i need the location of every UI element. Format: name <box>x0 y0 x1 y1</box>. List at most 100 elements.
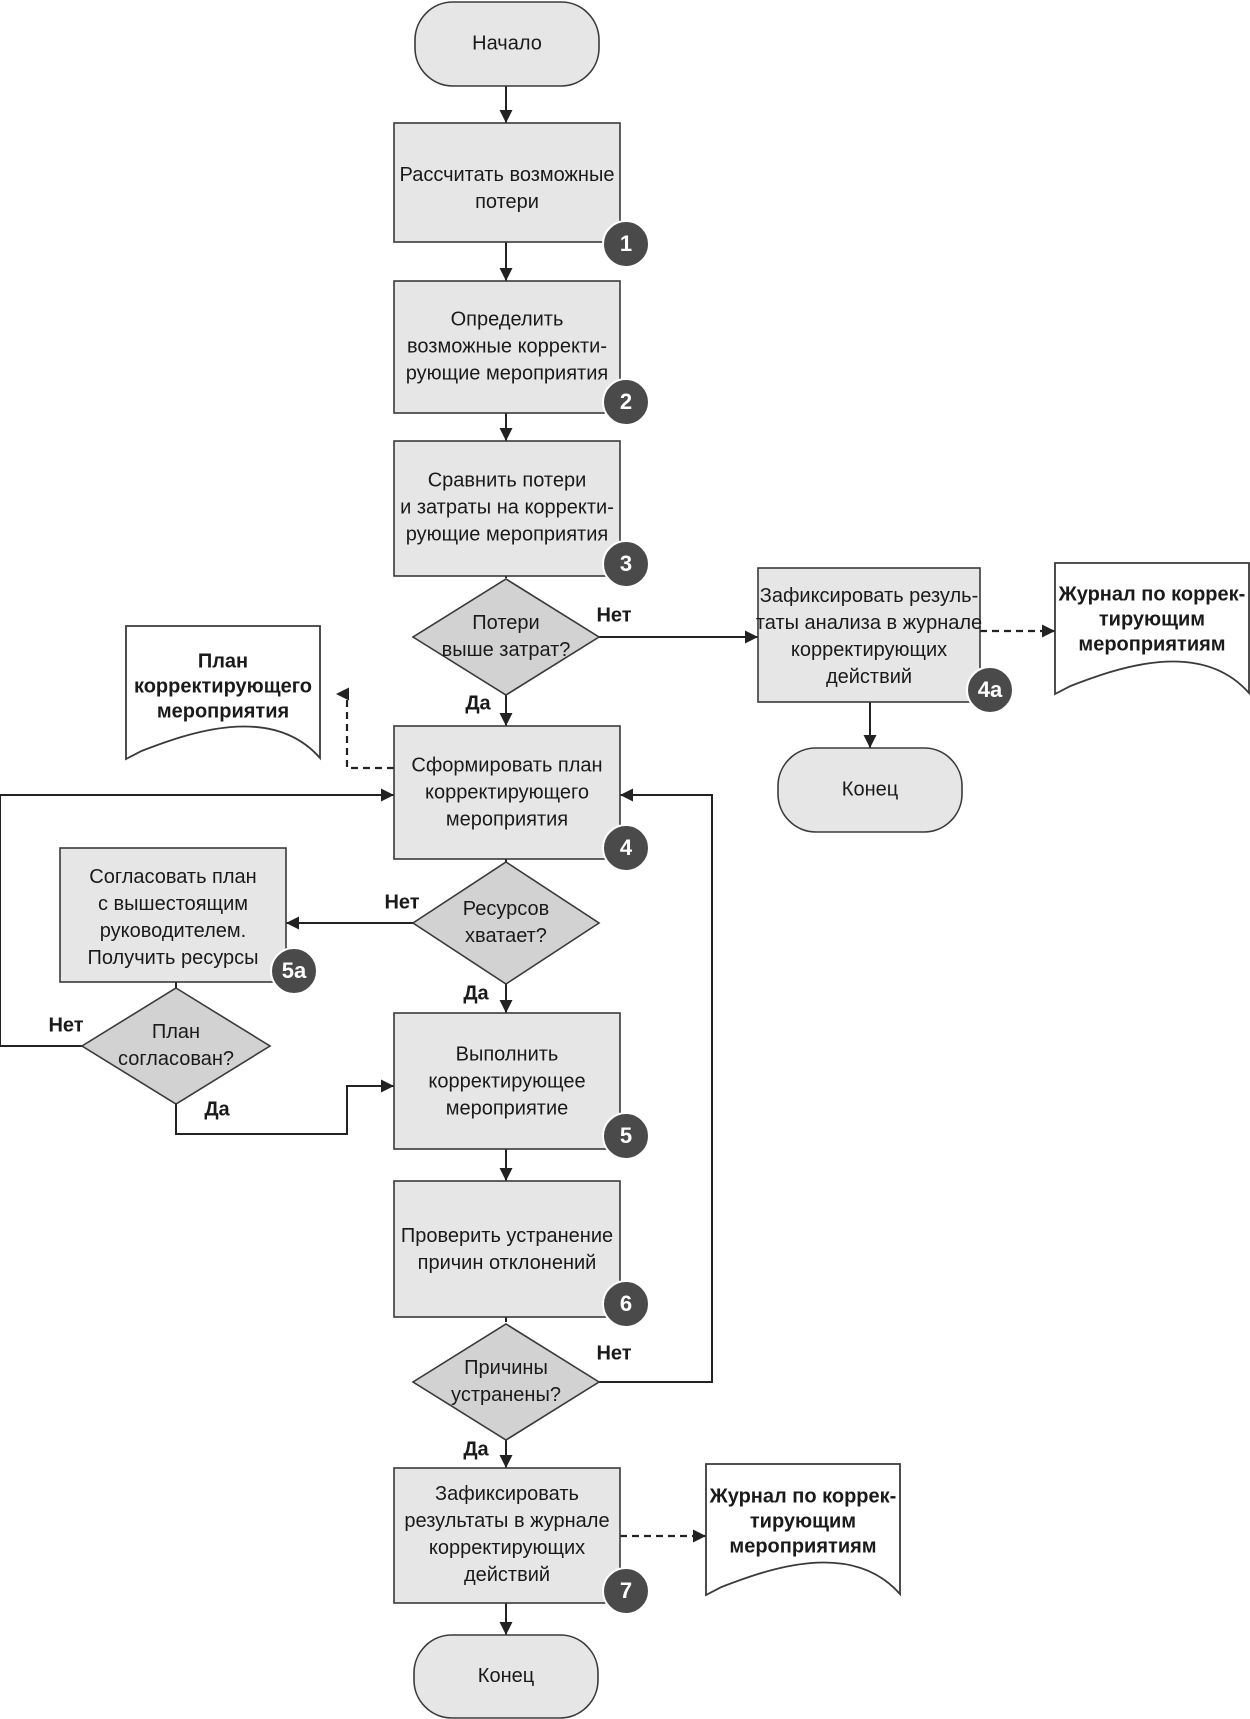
arrowhead <box>381 1079 394 1093</box>
step-number-step2: 2 <box>620 389 632 414</box>
decision_plan-text-line-1: План <box>152 1021 200 1043</box>
step4-text-line-2: корректирующего <box>425 781 589 803</box>
arrowhead <box>336 687 349 701</box>
arrowhead <box>499 1000 513 1013</box>
step1-text-line-1: Рассчитать возможные <box>400 164 615 186</box>
step1-text-line-2: потери <box>475 191 539 213</box>
step2-text-line-3: рующие мероприятия <box>406 362 608 384</box>
step-number-step4: 4 <box>620 835 633 860</box>
step7-text-line-2: результаты в журнале <box>404 1510 609 1532</box>
connector-causes-no <box>599 794 713 1383</box>
step6-box <box>393 1180 621 1318</box>
step4-box <box>393 725 621 860</box>
connectors <box>0 86 1055 1635</box>
end_right-text-line-1: Конец <box>842 778 898 800</box>
step5-text-line-1: Выполнить <box>456 1043 559 1065</box>
step2-text-line-1: Определить <box>451 308 564 330</box>
arrowhead <box>693 1529 706 1543</box>
decision_losses-decision <box>411 578 601 696</box>
step-number-step3: 3 <box>620 551 632 576</box>
edge-label-plan_yes: Да <box>204 1098 230 1120</box>
arrowhead <box>499 1622 513 1635</box>
edge-label-resources_yes: Да <box>463 982 489 1004</box>
step5a-text-line-1: Согласовать план <box>89 866 256 888</box>
step3-text-line-3: рующие мероприятия <box>406 523 608 545</box>
step5-box <box>393 1012 621 1150</box>
step-number-badge-step1 <box>602 220 650 268</box>
arrowhead <box>499 110 513 123</box>
end_right-terminator <box>777 747 963 833</box>
arrowhead <box>620 788 633 802</box>
step4-text-line-3: мероприятия <box>446 808 568 830</box>
step4a-box <box>757 567 981 703</box>
doc_plan-text-line-2: корректирующего <box>134 675 312 697</box>
step-number-step6: 6 <box>620 1291 632 1316</box>
step6-text-line-2: причин отклонений <box>418 1252 597 1274</box>
step5-text-line-3: мероприятие <box>446 1097 569 1119</box>
step4a-text-line-1: Зафиксировать резуль- <box>760 585 979 607</box>
step3-text-line-2: и затраты на корректи- <box>400 496 614 518</box>
arrowhead <box>499 268 513 281</box>
step5a-text-line-4: Получить ресурсы <box>88 947 259 969</box>
doc_plan-text-line-3: мероприятия <box>157 700 289 722</box>
doc_journal_top-document <box>1054 562 1250 696</box>
step4a-text-line-2: таты анализа в журнале <box>756 612 982 634</box>
step4a-text-line-4: действий <box>826 666 912 688</box>
step-number-badge-step6 <box>602 1280 650 1328</box>
arrowhead <box>286 916 299 930</box>
step3-box <box>393 440 621 577</box>
step-number-badge-step3 <box>602 540 650 588</box>
step-number-badge-step5 <box>602 1112 650 1160</box>
edge-label-resources_no: Нет <box>384 891 419 913</box>
step4-text-line-1: Сформировать план <box>411 754 602 776</box>
step7-box <box>393 1467 621 1604</box>
doc_journal_top-text-line-3: мероприятиям <box>1078 633 1225 655</box>
decision_resources-text-line-2: хватает? <box>465 925 547 947</box>
doc_journal_bottom-document <box>705 1463 901 1597</box>
connector-plan-yes <box>175 1085 394 1135</box>
shapes <box>59 1 1250 1719</box>
arrowhead <box>1042 624 1055 638</box>
step-number-step7: 7 <box>620 1578 632 1603</box>
arrowhead <box>381 788 394 802</box>
edge-label-plan_no: Нет <box>48 1014 83 1036</box>
decision_causes-text-line-2: устранены? <box>451 1384 561 1406</box>
arrowhead <box>499 713 513 726</box>
end_bottom-text-line-1: Конец <box>478 1665 534 1687</box>
decision_losses-text-line-2: выше затрат? <box>442 639 571 661</box>
edge-label-causes_yes: Да <box>463 1438 489 1460</box>
doc_plan-text-line-1: План <box>198 650 248 672</box>
arrowhead <box>499 1455 513 1468</box>
step2-box <box>393 280 621 414</box>
step3-text-line-1: Сравнить потери <box>428 469 587 491</box>
step5a-box <box>59 847 287 983</box>
step5a-text-line-2: с вышестоящим <box>98 893 248 915</box>
decision_resources-decision <box>411 861 601 985</box>
arrowhead <box>499 428 513 441</box>
doc_journal_top-text-line-1: Журнал по коррек- <box>1058 583 1246 605</box>
connector-plan-no <box>0 794 394 1047</box>
doc_journal_top-text-line-2: тирующим <box>1099 608 1205 630</box>
arrowhead <box>499 1168 513 1181</box>
arrowhead <box>745 630 758 644</box>
doc_journal_bottom-text-line-3: мероприятиям <box>729 1535 876 1557</box>
decision_losses-text-line-1: Потери <box>472 612 539 634</box>
decision_plan-decision <box>80 987 272 1105</box>
start-terminator <box>414 1 600 87</box>
step7-text-line-1: Зафиксировать <box>435 1483 579 1505</box>
step5-text-line-2: корректирующее <box>428 1070 585 1092</box>
edge-label-losses_yes: Да <box>465 692 491 714</box>
step2-text-line-2: возможные корректи- <box>407 335 607 357</box>
connector-step4-to-plan <box>336 692 394 770</box>
decision_causes-text-line-1: Причины <box>464 1357 548 1379</box>
step-number-badge-step4a <box>966 666 1014 714</box>
step5a-text-line-3: руководителем. <box>100 920 246 942</box>
step-number-badge-step4 <box>602 824 650 872</box>
decision_plan-text-line-2: согласован? <box>118 1048 234 1070</box>
step-number-step4a: 4а <box>978 677 1003 702</box>
step4a-text-line-3: корректирующих <box>791 639 947 661</box>
edge-label-losses_no: Нет <box>596 604 631 626</box>
step-number-badge-step7 <box>602 1567 650 1615</box>
